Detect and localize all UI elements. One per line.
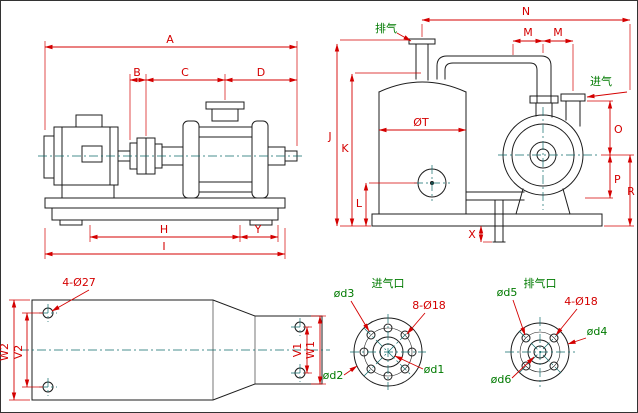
exhaust-d5-label: ød5	[497, 286, 518, 299]
dim-w1-label: W1	[304, 341, 317, 359]
dim-i-label: I	[162, 240, 165, 253]
side-view: A B C D H Y I	[38, 33, 302, 259]
base-frame	[44, 197, 286, 226]
intake-flange-detail: 进气口 ød3 8-Ø18 ød2 ød1	[323, 276, 446, 390]
manhole	[414, 165, 450, 201]
dim-x-label: X	[468, 228, 476, 241]
exhaust-direction-label: 排气	[375, 21, 397, 35]
intake-d1-label: ød1	[424, 363, 445, 376]
pump-side	[182, 101, 298, 199]
intake-port	[560, 93, 586, 127]
dim-o-label: O	[614, 123, 623, 136]
dim-k-label: K	[341, 142, 349, 155]
dim-a-label: A	[166, 33, 174, 46]
anchor-holes-label: 4-Ø27	[62, 276, 96, 289]
dim-h-label: H	[160, 223, 168, 236]
common-base	[371, 213, 603, 227]
exhaust-bolt-holes	[521, 333, 559, 371]
dim-v1-label: V1	[291, 343, 304, 358]
dim-p-label: P	[614, 173, 621, 186]
dim-n-label: N	[522, 5, 530, 18]
dim-c-label: C	[181, 66, 189, 79]
dim-y-label: Y	[254, 223, 262, 236]
intake-direction-label: 进气	[590, 74, 612, 88]
discharge-pipe	[436, 55, 559, 118]
side-view-dimensions: A B C D H Y I	[44, 33, 298, 259]
dim-t-label: ØT	[413, 116, 429, 129]
end-view-dimensions: N M M 排气 进气 J K L ØT	[327, 5, 635, 243]
dim-r-label: R	[627, 185, 635, 198]
intake-d2-label: ød2	[323, 369, 344, 382]
exhaust-flange-detail: 排气口 ød5 4-Ø18 ød4 ød6	[491, 276, 608, 387]
exhaust-port-title: 排气口	[524, 276, 557, 290]
dim-m2-label: M	[553, 26, 563, 39]
plan-view: 4-Ø27 W2 V2 V1 W1	[0, 276, 330, 401]
exhaust-d6-label: ød6	[491, 373, 512, 386]
dim-l-label: L	[356, 197, 363, 210]
dim-w2-label: W2	[0, 343, 11, 361]
dim-j-label: J	[327, 130, 331, 143]
drain-pipe	[465, 191, 525, 243]
exhaust-holes-label: 4-Ø18	[564, 295, 598, 308]
intake-port-title: 进气口	[372, 276, 405, 290]
intake-holes-label: 8-Ø18	[412, 299, 446, 312]
end-view: N M M 排气 进气 J K L ØT	[327, 5, 635, 243]
dim-b-label: B	[133, 66, 141, 79]
dim-m1-label: M	[523, 26, 533, 39]
intake-d3-label: ød3	[334, 287, 355, 300]
dim-d-label: D	[257, 66, 265, 79]
dim-v2-label: V2	[12, 345, 25, 360]
exhaust-d4-label: ød4	[587, 325, 608, 338]
plan-view-dimensions: 4-Ø27 W2 V2 V1 W1	[0, 276, 326, 401]
